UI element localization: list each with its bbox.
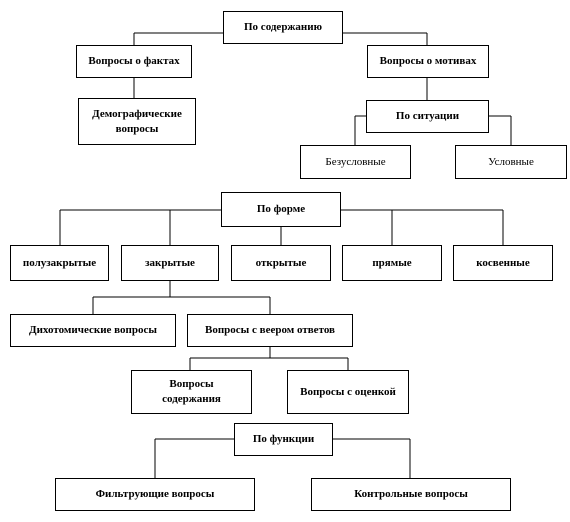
node-facts-questions: Вопросы о фактах <box>76 45 192 78</box>
node-content-questions: Вопросы содержания <box>131 370 252 414</box>
node-open: открытые <box>231 245 331 281</box>
node-rating-questions: Вопросы с оценкой <box>287 370 409 414</box>
node-by-form: По форме <box>221 192 341 227</box>
node-by-situation: По ситуации <box>366 100 489 133</box>
node-by-content: По содержанию <box>223 11 343 44</box>
node-dichotomous-questions: Дихотомические вопросы <box>10 314 176 347</box>
node-filtering-questions: Фильтрующие вопросы <box>55 478 255 511</box>
node-semiclosed: полузакрытые <box>10 245 109 281</box>
node-closed: закрытые <box>121 245 219 281</box>
node-motive-questions: Вопросы о мотивах <box>367 45 489 78</box>
node-control-questions: Контрольные вопросы <box>311 478 511 511</box>
node-by-function: По функции <box>234 423 333 456</box>
node-unconditional: Безусловные <box>300 145 411 179</box>
node-demographic-questions: Демографические вопросы <box>78 98 196 145</box>
node-direct: прямые <box>342 245 442 281</box>
node-fan-of-answers-questions: Вопросы с веером ответов <box>187 314 353 347</box>
node-conditional: Условные <box>455 145 567 179</box>
node-indirect: косвенные <box>453 245 553 281</box>
